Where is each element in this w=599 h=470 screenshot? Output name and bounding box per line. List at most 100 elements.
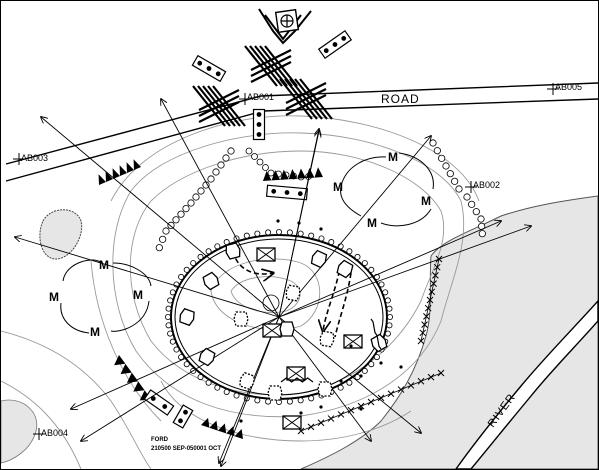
sector-line [278,226,531,318]
svg-text:AB002: AB002 [473,180,500,190]
wire-loop [368,361,375,368]
tooth [271,170,281,181]
sector-line [41,117,280,318]
svg-text:AB005: AB005 [555,82,582,92]
wire-loop [167,221,175,229]
sector-line [278,316,421,433]
unit-command-post [256,247,276,262]
wire-x [317,419,325,427]
unit-headquarters [262,323,282,338]
wire-loop [187,199,195,207]
wire-loop [361,260,368,267]
sector-line [71,316,280,409]
unit-south [286,366,306,381]
fighting-position [336,259,354,279]
wire-loop [354,374,361,381]
wire-loop [183,266,190,273]
listening-post [319,227,323,231]
tooth [288,169,298,180]
wire-loop [192,193,200,201]
svg-text:M: M [133,288,143,302]
listening-post [359,374,363,378]
wire-x [387,390,395,398]
wire-loop [254,397,261,404]
wire-loop [378,281,385,288]
listening-post [349,344,353,348]
wire-loop [368,266,375,273]
wire-loop [164,313,171,320]
wire-loop [173,346,180,353]
wire-loop [433,147,441,155]
svg-text:M: M [421,194,431,208]
sector-line [161,99,280,318]
tooth [209,420,218,431]
tooth [119,165,127,176]
tooth [133,381,145,392]
wire-loop [182,205,190,213]
dot [271,188,277,194]
wire-loop [478,230,486,238]
svg-text:M: M [388,150,398,164]
ford-label: FORD [151,437,169,443]
fighting-position [267,385,283,401]
wire-loop [159,235,167,243]
tank-obstacle-south [201,417,243,439]
wire-loop [207,175,215,183]
listening-post [297,221,301,225]
road-label: ROAD [381,92,420,106]
tooth [201,417,210,428]
observation-post-northeast [317,29,353,60]
svg-text:M: M [333,180,343,194]
wire-loop [205,379,212,386]
reference-point-ab003: AB003 [13,153,48,165]
reference-point-ab002: AB002 [465,180,500,193]
observation-post-northwest [191,54,227,83]
dot [215,71,221,77]
svg-text:AB001: AB001 [247,92,274,102]
wire-loop [155,244,163,252]
fighting-position [225,242,241,260]
dot [332,42,338,47]
wire-loop [256,158,264,166]
tooth [105,171,113,182]
wire-loop [165,322,172,329]
dot [197,60,203,66]
wire-loop [265,229,272,236]
wire-x [433,263,441,271]
wire-x [427,373,435,381]
roadblock-west [192,85,246,127]
wire-loop [197,374,204,381]
sector-line [219,316,280,463]
tank-obstacle-north [263,167,323,181]
wire-x [437,369,445,377]
wire-x [357,402,365,410]
tooth [126,162,134,173]
wire-loop [442,162,450,170]
unit-reserve [282,415,302,430]
wire-x [367,398,375,406]
enemy-attack-arrow [258,8,312,45]
wire-loop [308,232,315,239]
wire-loop [243,232,250,239]
wire-x [423,313,430,320]
tooth [120,363,132,375]
wire-loop [451,177,459,185]
sector-line [81,316,280,441]
wire-loop [337,384,344,391]
tooth [263,170,272,181]
svg-text:AB003: AB003 [21,153,48,163]
sector-line [278,316,371,441]
wire-loop [384,297,391,304]
listening-post [339,379,343,383]
listening-post [319,405,323,409]
wire-loop [472,208,480,216]
wire-loop [165,305,172,312]
wire-loop [251,153,258,160]
unit-east [343,334,363,349]
wire-loop [245,147,253,155]
wire-x [432,272,439,279]
wire-loop [217,161,225,169]
wire-x [327,415,335,422]
